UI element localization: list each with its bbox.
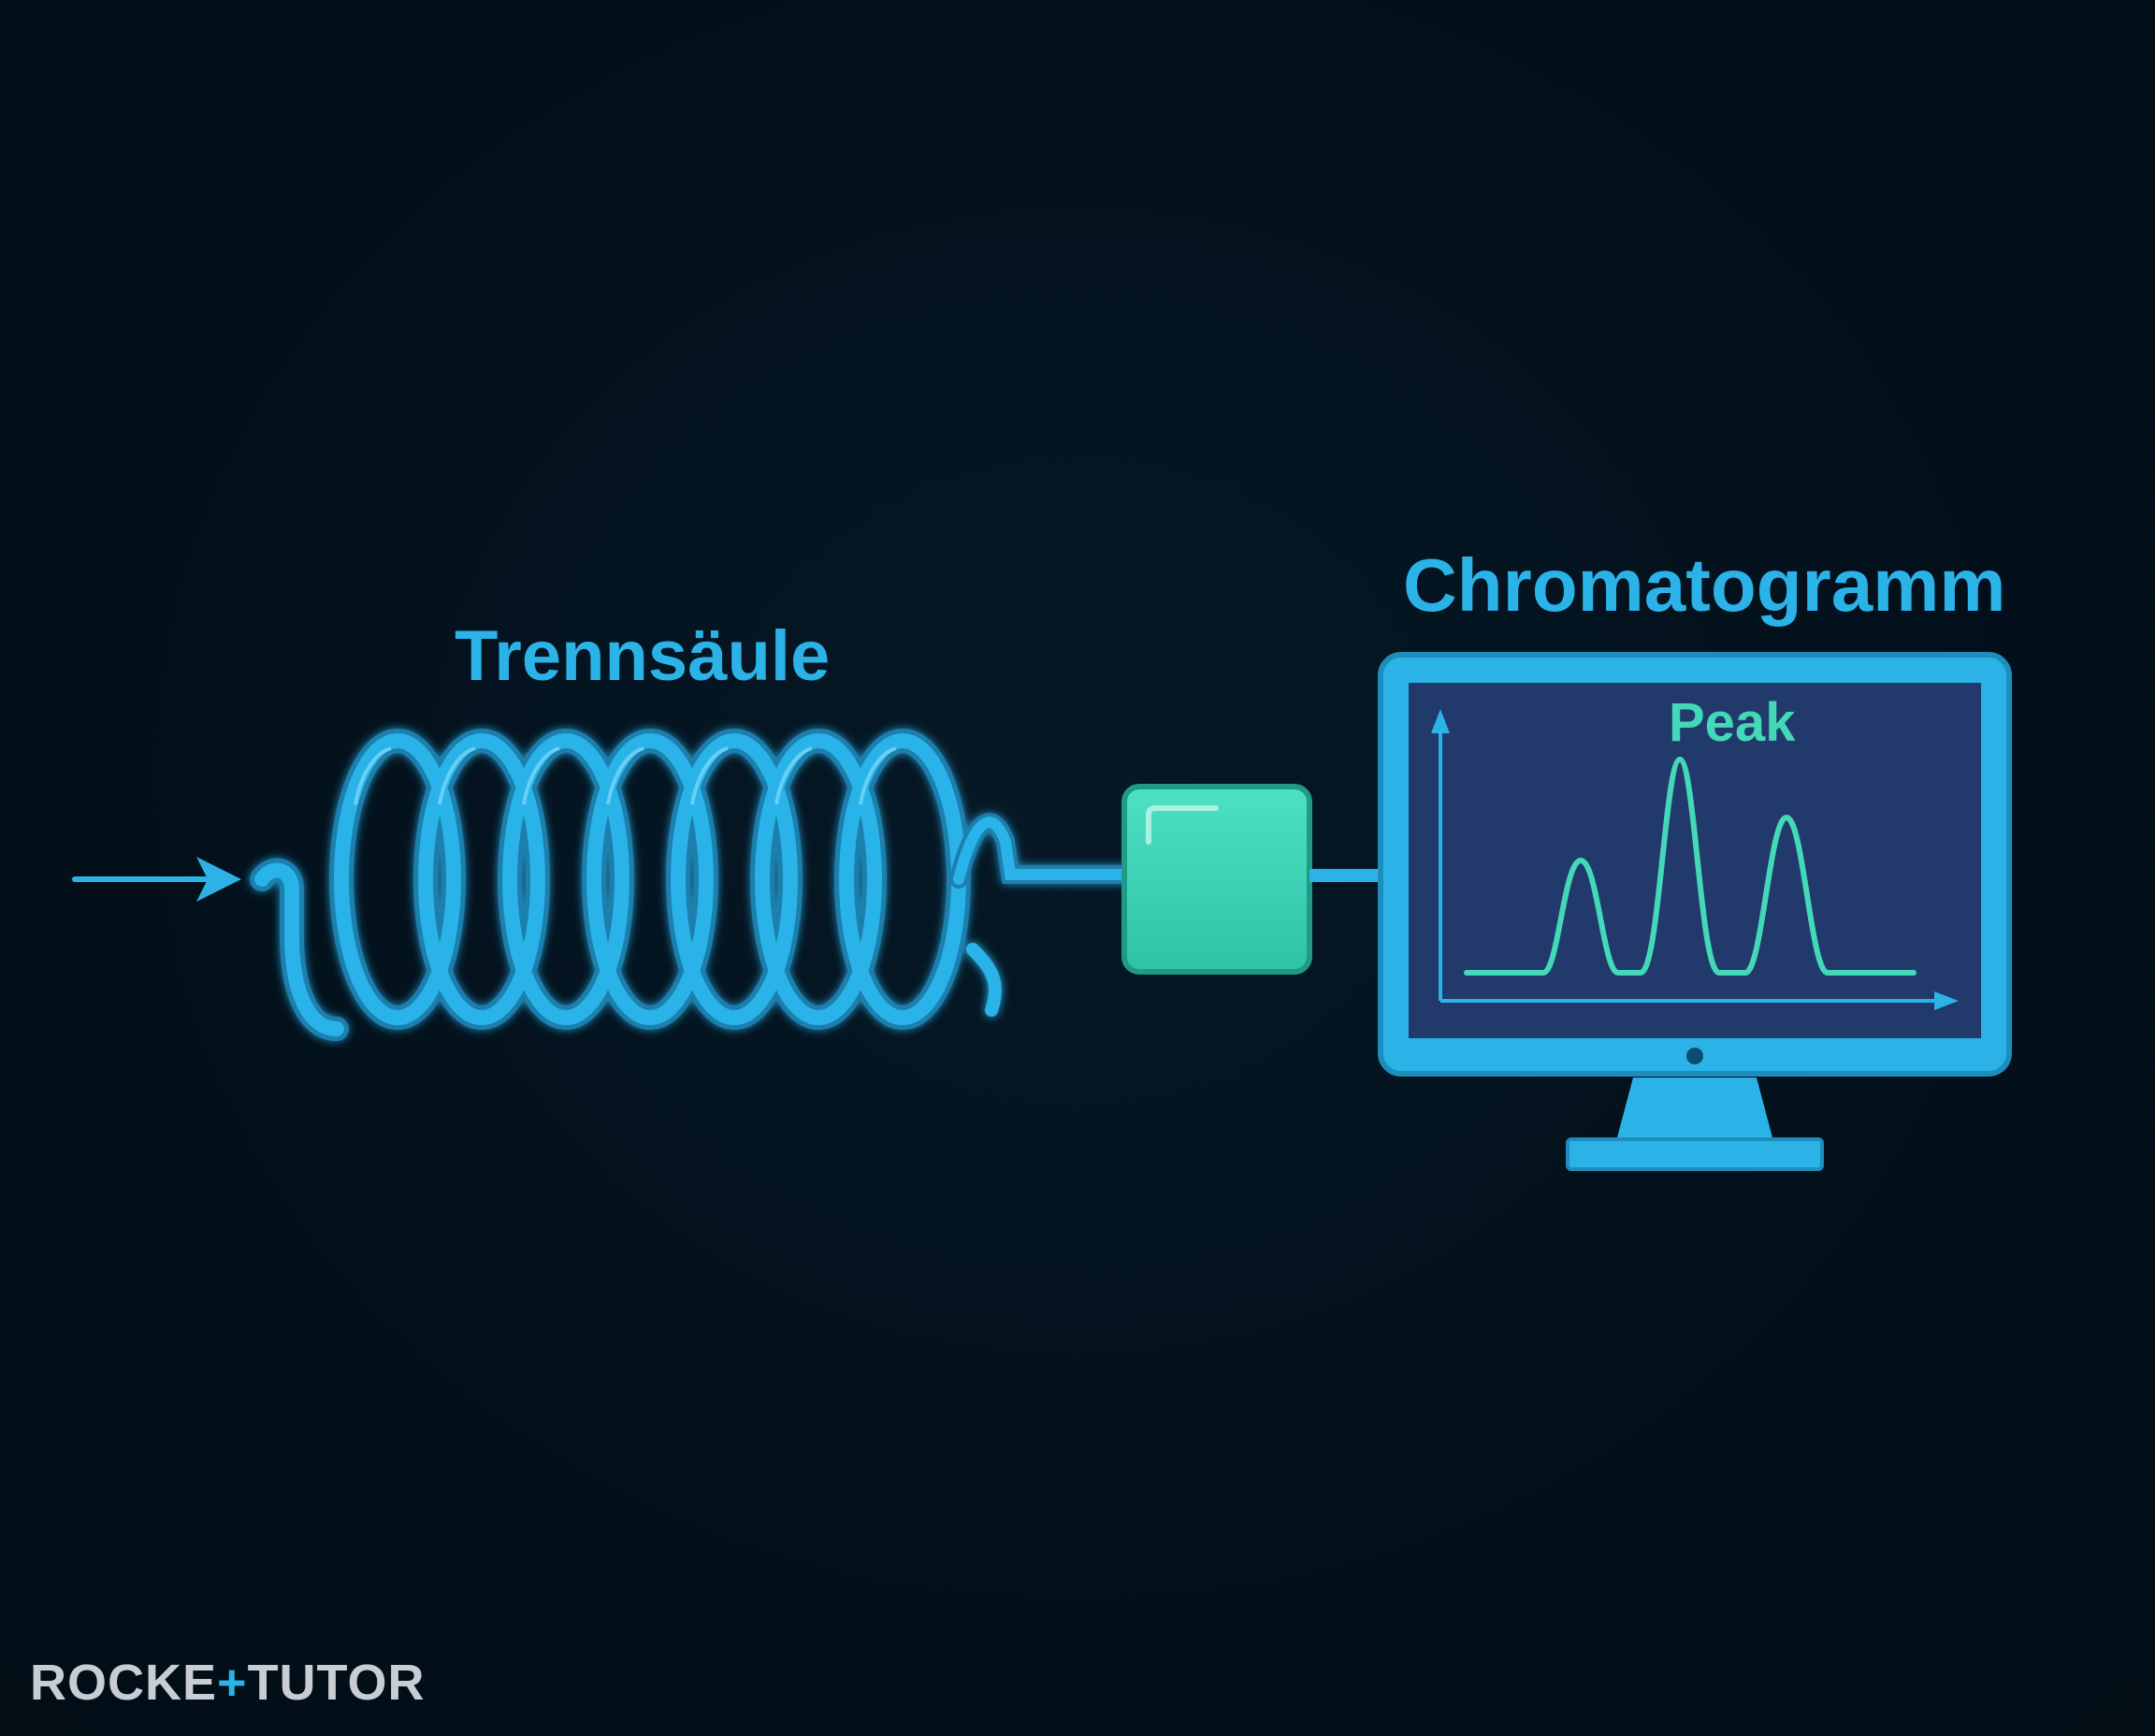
- peak-label: Peak: [1669, 692, 1796, 753]
- column-label: Trennsäule: [455, 616, 831, 696]
- chromatogram-plot-icon: [1431, 709, 1959, 1010]
- arrow-right-icon: [72, 857, 241, 902]
- coil-column-icon: [250, 729, 1132, 1041]
- chromatogram-label: Chromatogramm: [1403, 543, 2006, 627]
- peak-trace: [1464, 757, 1916, 976]
- detector-icon: [1121, 784, 1380, 975]
- brand-right: TUTOR: [247, 1655, 426, 1711]
- brand-plus: +: [217, 1655, 248, 1711]
- brand-left: ROCKE: [30, 1655, 218, 1711]
- brand-logo: ROCKE+TUTOR: [30, 1657, 426, 1708]
